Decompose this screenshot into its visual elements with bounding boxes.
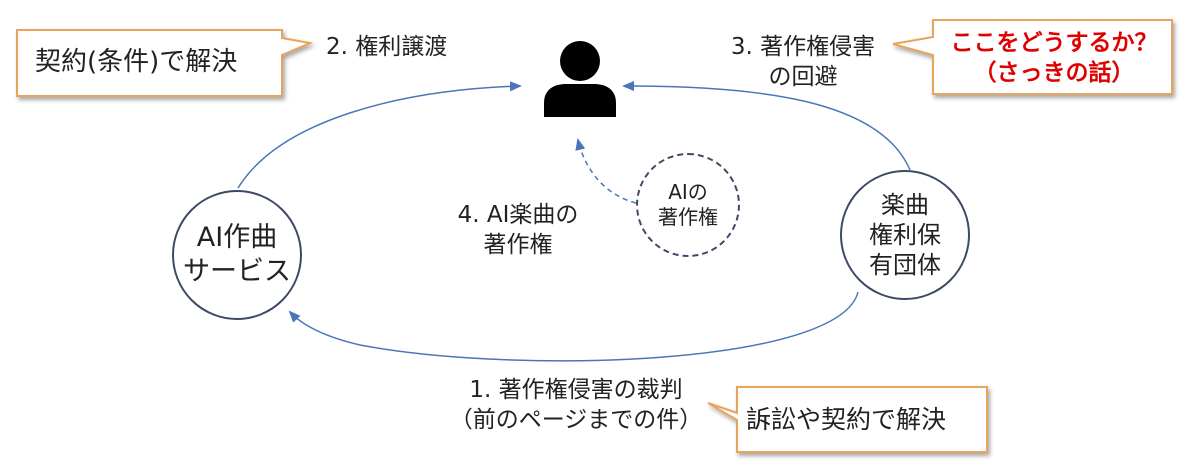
arrow-rights-transfer [237,81,522,189]
rights-org-line-1: 楽曲 [881,191,929,219]
label-infringement-lawsuit: 1. 著作権侵害の裁判 （前のページまでの件） [440,375,712,435]
arrow-infringement-avoidance [622,81,911,171]
callout-lawsuit-text: 訴訟や契約で解決 [746,405,947,434]
avoidance-line-2: の回避 [768,64,838,90]
callout-question-text: ここをどうするか？ （さっきの話） [940,28,1168,88]
label-infringement-avoidance: 3. 著作権侵害 の回避 [700,32,906,92]
arrow-infringement-lawsuit [288,291,859,362]
ai-service-line-2: サービス [183,256,291,287]
rights-org-line-3: 有団体 [869,251,941,279]
callout-question-shape [892,19,1173,95]
ai-music-line-2: 著作権 [483,232,553,258]
rights-org-line-2: 権利保 [869,221,941,249]
label-rights-transfer: 2. 権利譲渡 [326,34,448,60]
node-ai-composition-service: AI作曲 サービス [172,190,302,320]
callout-contract-shape [16,29,314,97]
avoidance-line-1: 3. 著作権侵害 [730,34,876,60]
ai-service-line-1: AI作曲 [196,222,278,253]
person-icon [544,41,616,117]
node-ai-copyright: AIの 著作権 [636,153,740,257]
lawsuit-line-2: （前のページまでの件） [449,407,703,433]
ai-copyright-line-2: 著作権 [658,205,718,229]
callout-lawsuit-shape [707,386,988,453]
ai-copyright-line-1: AIの [668,180,708,204]
lawsuit-line-1: 1. 著作権侵害の裁判 [469,377,683,403]
callout-contract-text: 契約(条件)で解決 [35,47,238,77]
label-ai-music-copyright: 4. AI楽曲の 著作権 [432,200,604,260]
node-music-rights-organization: 楽曲 権利保 有団体 [840,170,970,300]
question-line-1: ここをどうするか？ [950,30,1158,56]
arrow-ai-copyright [575,138,637,204]
question-line-2: （さっきの話） [973,60,1135,86]
ai-music-line-1: 4. AI楽曲の [457,202,579,228]
